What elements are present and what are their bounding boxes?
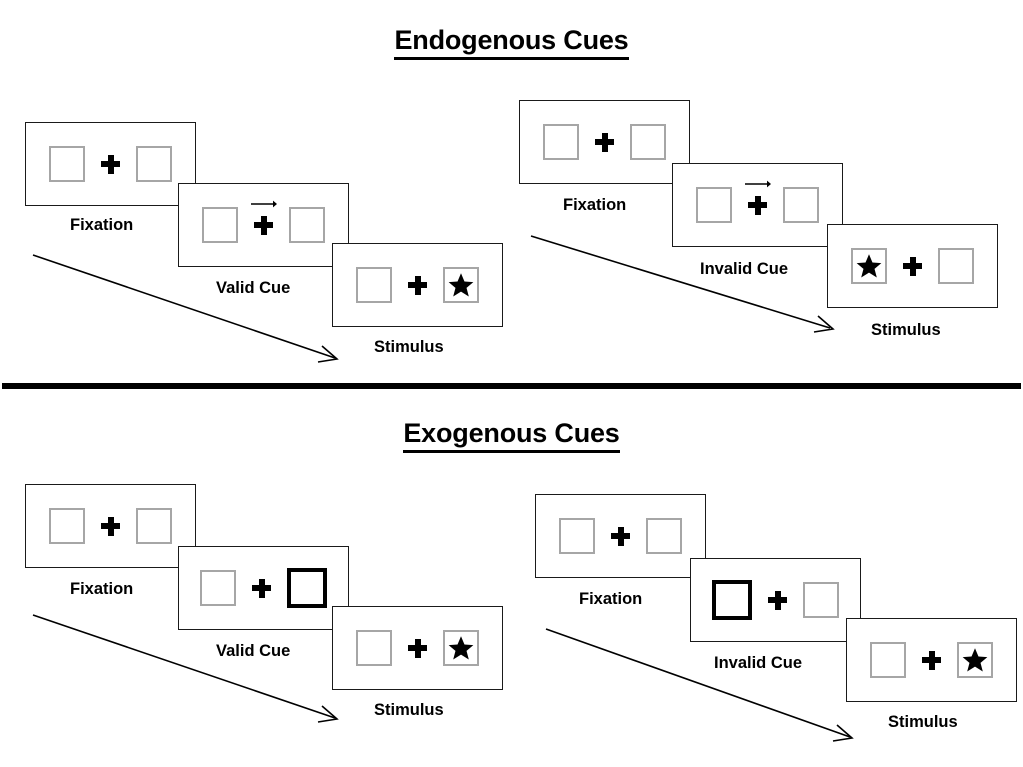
- plus-icon: [595, 132, 614, 152]
- caption-endogenous-valid-fixation: Fixation: [70, 216, 134, 234]
- star-icon: [962, 648, 988, 672]
- panel-exogenous-valid-fixation: [25, 484, 196, 568]
- panel-exogenous-valid-stimulus: [332, 606, 503, 690]
- placeholder-box-right: [803, 582, 839, 618]
- panel-content: [691, 580, 860, 620]
- caption-endogenous-invalid-stimulus: Stimulus: [871, 321, 941, 339]
- placeholder-box-right: [957, 642, 993, 678]
- section-title-exogenous-text: Exogenous Cues: [403, 418, 620, 454]
- panel-exogenous-valid-cue: [178, 546, 349, 630]
- panel-endogenous-valid-stimulus: [332, 243, 503, 327]
- placeholder-box-left: [696, 187, 732, 223]
- plus-icon: [101, 154, 120, 174]
- panel-exogenous-invalid-stimulus: [846, 618, 1017, 702]
- placeholder-box-left: [543, 124, 579, 160]
- diagonal-arrow-icon-exogenous-valid: [32, 614, 339, 723]
- center-slot: [236, 578, 287, 598]
- placeholder-box-right: [289, 207, 325, 243]
- plus-icon: [252, 578, 271, 598]
- plus-icon: [101, 516, 120, 536]
- panel-content: [26, 146, 195, 182]
- caption-exogenous-valid-fixation: Fixation: [70, 580, 134, 598]
- diagonal-arrow-icon-endogenous-valid: [32, 254, 339, 363]
- plus-icon: [408, 638, 427, 658]
- panel-endogenous-invalid-stimulus: [827, 224, 998, 308]
- diagonal-arrow-icon-endogenous-invalid: [530, 235, 835, 333]
- placeholder-box-right: [443, 267, 479, 303]
- star-icon: [448, 273, 474, 297]
- panel-content: [26, 508, 195, 544]
- placeholder-box-right: [136, 508, 172, 544]
- center-slot: [392, 638, 443, 658]
- center-slot: [85, 516, 136, 536]
- star-icon: [856, 254, 882, 278]
- placeholder-box-left: [202, 207, 238, 243]
- panel-endogenous-valid-fixation: [25, 122, 196, 206]
- placeholder-box-right: [630, 124, 666, 160]
- caption-endogenous-valid-stimulus: Stimulus: [374, 338, 444, 356]
- section-title-exogenous: Exogenous Cues: [0, 418, 1023, 454]
- placeholder-box-left: [200, 570, 236, 606]
- placeholder-box-right: [443, 630, 479, 666]
- section-divider: [2, 383, 1021, 389]
- panel-content: [333, 267, 502, 303]
- panel-content: [847, 642, 1016, 678]
- panel-exogenous-invalid-fixation: [535, 494, 706, 578]
- plus-icon: [611, 526, 630, 546]
- center-slot: [732, 180, 783, 215]
- plus-icon: [903, 256, 922, 276]
- placeholder-box-left-highlighted: [712, 580, 752, 620]
- placeholder-box-left: [356, 267, 392, 303]
- center-slot: [752, 590, 803, 610]
- plus-icon: [768, 590, 787, 610]
- arrow-right-icon: [250, 200, 277, 207]
- caption-endogenous-invalid-fixation: Fixation: [563, 196, 627, 214]
- center-slot: [85, 154, 136, 174]
- panel-endogenous-valid-cue: [178, 183, 349, 267]
- caption-exogenous-valid-stimulus: Stimulus: [374, 701, 444, 719]
- placeholder-box-right: [136, 146, 172, 182]
- panel-content: [333, 630, 502, 666]
- placeholder-box-left: [559, 518, 595, 554]
- panel-content: [520, 124, 689, 160]
- panel-content: [536, 518, 705, 554]
- panel-content: [179, 568, 348, 608]
- plus-icon: [922, 650, 941, 670]
- center-slot: [238, 200, 289, 235]
- panel-content: [179, 200, 348, 243]
- placeholder-box-left: [851, 248, 887, 284]
- center-slot: [595, 526, 646, 546]
- placeholder-box-left: [49, 508, 85, 544]
- center-slot: [906, 650, 957, 670]
- center-slot: [579, 132, 630, 152]
- plus-icon: [254, 215, 273, 235]
- caption-endogenous-invalid-cue: Invalid Cue: [700, 260, 789, 278]
- arrow-right-icon: [744, 180, 771, 187]
- placeholder-box-left: [356, 630, 392, 666]
- panel-exogenous-invalid-cue: [690, 558, 861, 642]
- caption-exogenous-valid-cue: Valid Cue: [216, 642, 291, 660]
- diagonal-arrow-icon-exogenous-invalid: [545, 628, 854, 742]
- section-title-endogenous-text: Endogenous Cues: [394, 25, 629, 61]
- caption-endogenous-valid-cue: Valid Cue: [216, 279, 291, 297]
- placeholder-box-right: [938, 248, 974, 284]
- center-slot: [392, 275, 443, 295]
- panel-content: [673, 180, 842, 223]
- section-title-endogenous: Endogenous Cues: [0, 25, 1023, 61]
- caption-exogenous-invalid-fixation: Fixation: [579, 590, 643, 608]
- panel-endogenous-invalid-cue: [672, 163, 843, 247]
- center-slot: [887, 256, 938, 276]
- placeholder-box-left: [870, 642, 906, 678]
- caption-exogenous-invalid-stimulus: Stimulus: [888, 713, 958, 731]
- placeholder-box-right: [646, 518, 682, 554]
- panel-content: [828, 248, 997, 284]
- star-icon: [448, 636, 474, 660]
- placeholder-box-left: [49, 146, 85, 182]
- panel-endogenous-invalid-fixation: [519, 100, 690, 184]
- placeholder-box-right-highlighted: [287, 568, 327, 608]
- plus-icon: [748, 195, 767, 215]
- plus-icon: [408, 275, 427, 295]
- placeholder-box-right: [783, 187, 819, 223]
- caption-exogenous-invalid-cue: Invalid Cue: [714, 654, 803, 672]
